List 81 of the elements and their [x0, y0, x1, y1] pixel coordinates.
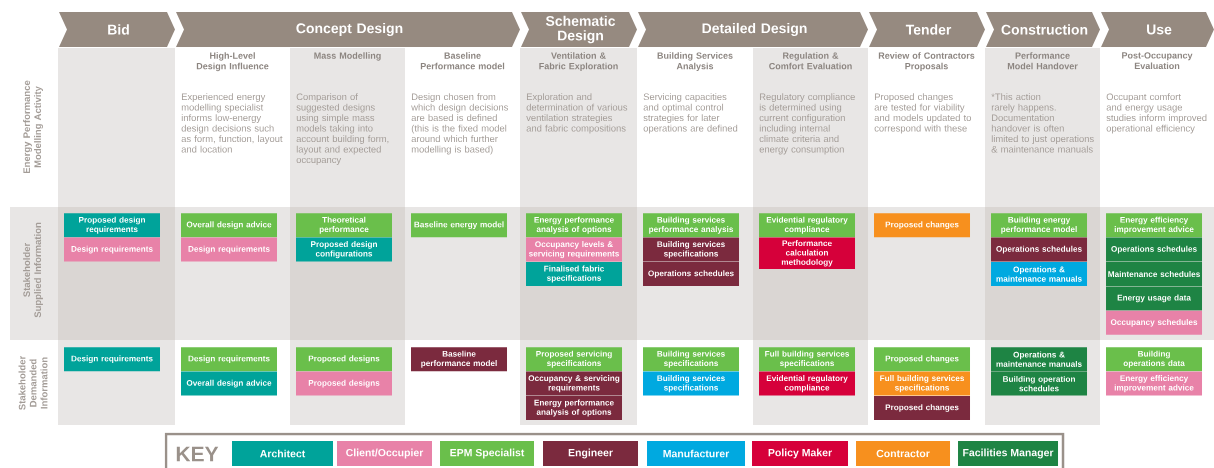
- information-box: Design requirements: [64, 237, 160, 262]
- node-label: Maintenance schedules: [1108, 270, 1200, 278]
- activity-heading: Performance Model Handover: [1007, 52, 1078, 70]
- information-box: Occupancy & servicing requirements: [526, 371, 622, 396]
- information-box: Baseline performance model: [411, 347, 507, 372]
- stage-header: Construction: [986, 12, 1100, 47]
- information-box: Overall design advice: [181, 213, 277, 238]
- activity-description: Regulatory compliance is determined using current configuration including internal climate criteria and energy consumption: [759, 93, 855, 155]
- activity-heading: Regulation & Comfort Evaluation: [769, 52, 852, 70]
- information-box: Building services specifications: [643, 371, 739, 396]
- information-box: Proposed design requirements: [64, 213, 160, 238]
- node-label: Operations & maintenance manuals: [996, 351, 1082, 367]
- information-box: Finalised fabric specifications: [526, 262, 622, 286]
- information-box: Maintenance schedules: [1106, 262, 1202, 286]
- stage-header: Use: [1101, 12, 1214, 47]
- information-box: Energy efficiency improvement advice: [1106, 213, 1202, 238]
- key-title: KEY: [176, 446, 219, 462]
- information-box: Proposed changes: [874, 213, 970, 238]
- activity-description: Occupant comfort and energy usage studies inform improved operational efficiency: [1106, 93, 1207, 134]
- activity-heading: Building Services Analysis: [657, 52, 733, 72]
- information-box: Operations schedules: [991, 237, 1087, 262]
- information-box: Operations schedules: [1106, 237, 1202, 262]
- information-box: Proposed changes: [874, 347, 970, 372]
- node-label: Energy performance analysis of options: [534, 399, 614, 417]
- information-box: Proposed designs: [296, 347, 392, 372]
- information-box: Building services performance analysis: [643, 213, 739, 238]
- node-label: Operations schedules: [648, 270, 734, 278]
- information-box: Evidential regulatory compliance: [759, 371, 855, 396]
- activity-description: Design chosen from which design decisions are based is defined (this is the fixed model around which further modelling is based): [411, 93, 509, 155]
- stage-header: Bid: [59, 12, 175, 47]
- activity-heading: Review of Contractors Proposals: [878, 52, 975, 72]
- information-box: Building services specifications: [643, 347, 739, 372]
- node-label: Building operation schedules: [1003, 375, 1075, 392]
- activity-description: Exploration and determination of various ventilation strategies and fabric compositions: [526, 93, 628, 134]
- node-label: Operations schedules: [1111, 245, 1197, 254]
- information-box: Occupancy schedules: [1106, 310, 1202, 335]
- information-box: Occupancy levels & servicing requirements: [526, 237, 622, 262]
- information-box: Full building services specifications: [874, 371, 970, 396]
- information-box: Building energy performance model: [991, 213, 1087, 238]
- information-box: Design requirements: [181, 347, 277, 372]
- information-box: Operations & maintenance manuals: [991, 262, 1087, 286]
- activity-description: Servicing capacities and optimal control strategies for later operations are defined: [643, 93, 738, 134]
- activity-description: Proposed changes are tested for viability and models updated to correspond with these: [874, 93, 971, 134]
- row-header: Stakeholder Supplied Information: [23, 222, 43, 318]
- information-box: Proposed designs: [296, 371, 392, 396]
- information-box: Baseline energy model: [411, 213, 507, 238]
- information-box: Energy performance analysis of options: [526, 213, 622, 238]
- stage-header: Tender: [869, 12, 985, 47]
- information-box: Energy efficiency improvement advice: [1106, 371, 1202, 396]
- activity-heading: Ventilation & Fabric Exploration: [539, 52, 618, 72]
- activity-heading: Post-Occupancy Evaluation: [1122, 52, 1193, 70]
- information-box: Design requirements: [181, 237, 277, 262]
- information-box: Proposed servicing specifications: [526, 347, 622, 372]
- activity-description: Experienced energy modelling specialist informs low-energy design decisions such as form, function, layout and location: [181, 93, 283, 153]
- information-box: Proposed changes: [874, 396, 970, 420]
- information-box: Building services specifications: [643, 237, 739, 262]
- information-box: Performance calculation methodology: [759, 237, 855, 270]
- row-header: Energy Performance Modelling Activity: [23, 80, 43, 174]
- activity-description: *This action rarely happens. Documentation handover is often limited to just operations & maintenance manuals: [991, 93, 1094, 153]
- information-box: Proposed design configurations: [296, 237, 392, 262]
- activity-heading: Mass Modelling: [314, 52, 381, 61]
- information-box: Energy performance analysis of options: [526, 396, 622, 420]
- stage-header: Schematic Design: [521, 12, 637, 47]
- activity-heading: High-Level Design Influence: [196, 52, 269, 72]
- node-label: Building services specifications: [657, 241, 725, 259]
- node-label: Energy usage data: [1117, 294, 1191, 303]
- information-box: Operations & maintenance manuals: [991, 347, 1087, 372]
- information-box: Design requirements: [64, 347, 160, 372]
- information-box: Overall design advice: [181, 371, 277, 396]
- activity-description: Comparison of suggested designs using simple mass models taking into account building form, layout and expected occupancy: [296, 93, 389, 165]
- row-header: Stakeholder Demanded Information: [18, 355, 48, 410]
- information-box: Building operation schedules: [991, 371, 1087, 396]
- information-box: Evidential regulatory compliance: [759, 213, 855, 238]
- stage-header: Detailed Design: [638, 12, 868, 47]
- activity-heading: Baseline Performance model: [420, 52, 505, 70]
- stage-header: Concept Design: [176, 12, 520, 47]
- information-box: Energy usage data: [1106, 286, 1202, 311]
- information-box: Theoretical performance: [296, 213, 392, 238]
- information-box: Full building services specifications: [759, 347, 855, 372]
- information-box: Operations schedules: [643, 262, 739, 286]
- information-box: Building operations data: [1106, 347, 1202, 372]
